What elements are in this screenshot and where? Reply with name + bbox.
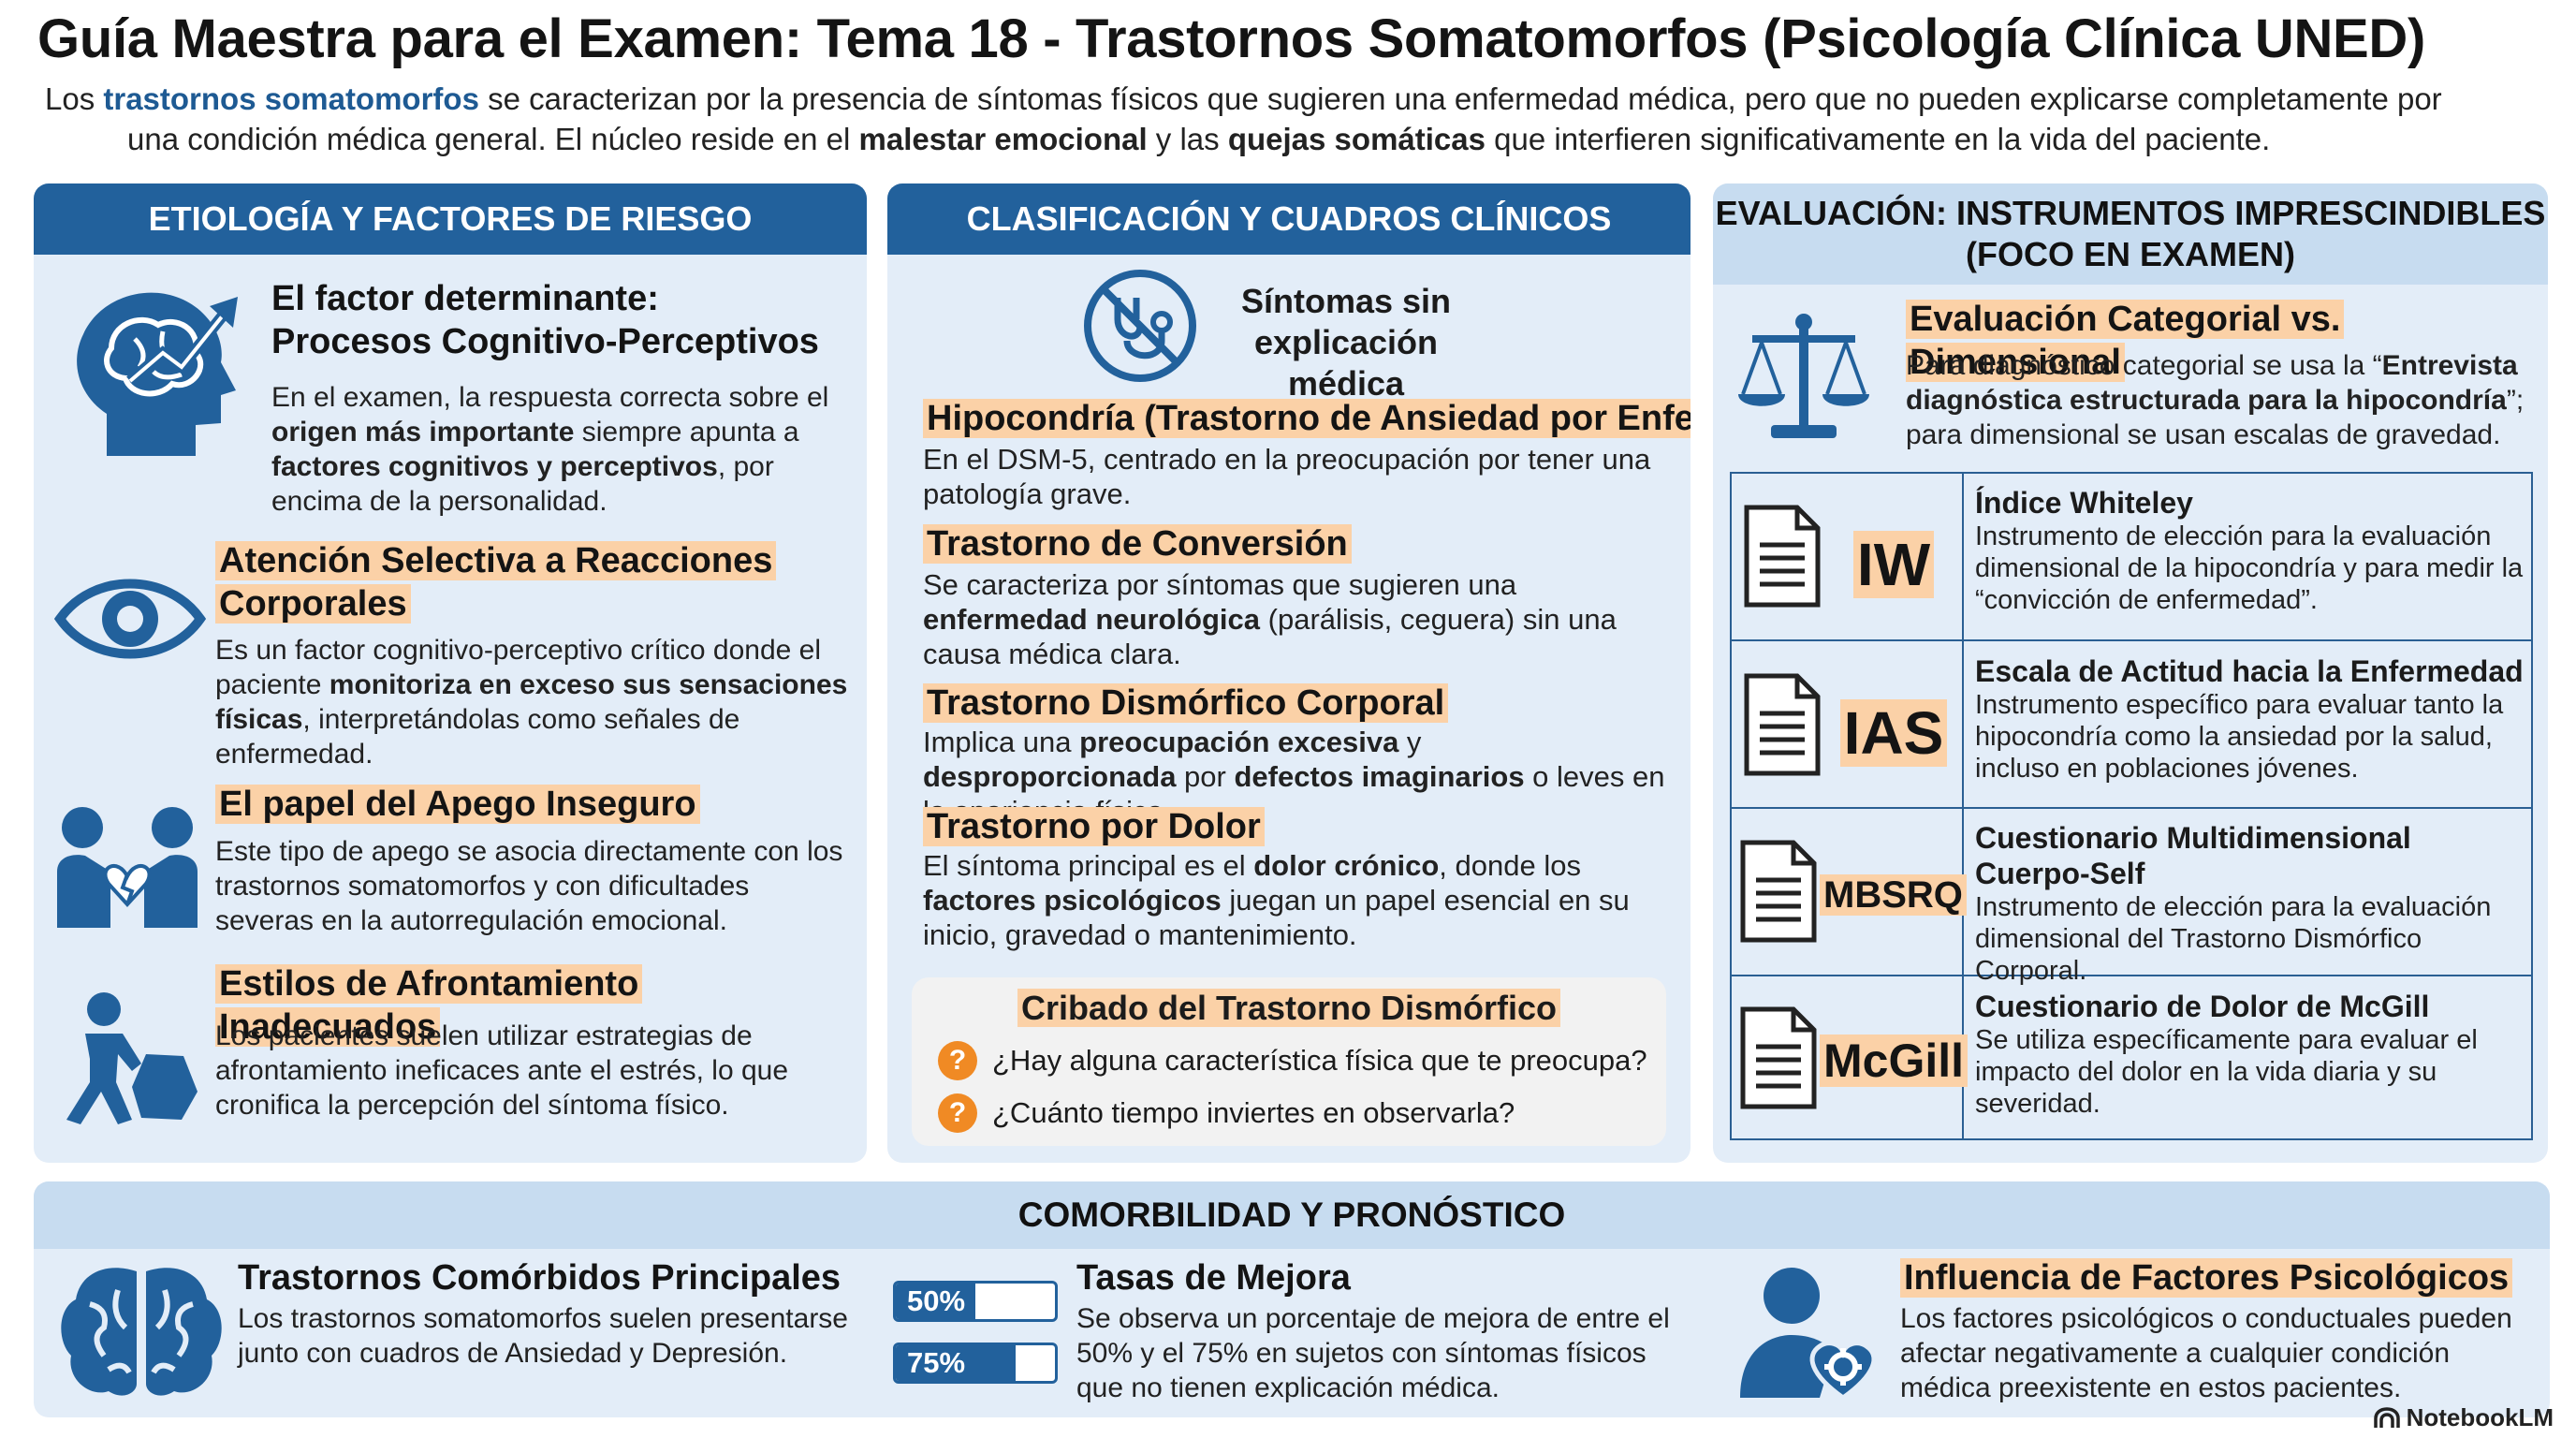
table-row xyxy=(1962,975,2533,1140)
person-heart-gear-icon xyxy=(1740,1268,1877,1401)
comorbilidad-panel: COMORBILIDAD Y PRONÓSTICO Trastornos Com… xyxy=(34,1181,2550,1417)
instrument-name: Escala de Actitud hacia la Enfermedad xyxy=(1975,654,2524,688)
tasas-text: Se observa un porcentaje de mejora de en… xyxy=(1076,1303,1670,1403)
categorial-text: Para diagnóstico categorial se usa la “E… xyxy=(1906,350,2525,450)
cribado-question-1: ? ¿Hay alguna característica física que … xyxy=(938,1041,1666,1080)
hipocondria-title: Hipocondría (Trastorno de Ansiedad por E… xyxy=(923,399,1690,438)
instrument-name: Cuestionario Multidimensional Cuerpo-Sel… xyxy=(1975,821,2411,890)
table-row xyxy=(1962,472,2533,641)
factor-text: En el examen, la respuesta correcta sobr… xyxy=(271,382,829,517)
sintomas-label-2: explicación médica xyxy=(1253,323,1439,403)
comorbilidad-header: COMORBILIDAD Y PRONÓSTICO xyxy=(34,1181,2550,1249)
evaluacion-panel: EVALUACIÓN: INSTRUMENTOS IMPRESCINDIBLES… xyxy=(1713,183,2548,1163)
tasas-title: Tasas de Mejora xyxy=(1076,1258,1351,1298)
progress-bar-50: 50% xyxy=(893,1281,1058,1322)
intro-term: trastornos somatomorfos xyxy=(103,81,479,116)
instrument-abbr: McGill xyxy=(1820,1034,1969,1087)
table-row xyxy=(1962,807,2533,976)
document-icon xyxy=(1740,1006,1817,1109)
scale-icon xyxy=(1738,314,1869,438)
dolor-text: El síntoma principal es el dolor crónico… xyxy=(923,849,1630,951)
comorbidos-title: Trastornos Comórbidos Principales xyxy=(238,1258,842,1298)
cribado-question-2: ? ¿Cuánto tiempo inviertes en observarla… xyxy=(938,1093,1666,1133)
stethoscope-slash-icon xyxy=(1084,270,1196,382)
apego-title: El papel del Apego Inseguro xyxy=(215,785,700,824)
afrontamiento-text: Los pacientes suelen utilizar estrategia… xyxy=(215,1020,789,1121)
document-icon xyxy=(1744,673,1821,776)
instrument-abbr: IAS xyxy=(1839,699,1948,767)
instrument-desc: Instrumento de elección para la evaluaci… xyxy=(1975,521,2524,615)
person-pushing-rock-icon xyxy=(66,992,198,1124)
influencia-title: Influencia de Factores Psicológicos xyxy=(1900,1258,2513,1298)
broken-heart-hands-icon xyxy=(57,807,198,928)
evaluacion-header: EVALUACIÓN: INSTRUMENTOS IMPRESCINDIBLES… xyxy=(1713,183,2548,285)
atencion-title: Atención Selectiva a Reacciones Corporal… xyxy=(215,541,777,624)
dolor-title: Trastorno por Dolor xyxy=(923,807,1265,846)
instrument-name: Índice Whiteley xyxy=(1975,486,2193,520)
cribado-box: Cribado del Trastorno Dismórfico ? ¿Hay … xyxy=(912,977,1666,1146)
instrument-table: IW IAS MBSRQ McGill Índice Whiteley Inst… xyxy=(1730,472,2533,1140)
etiologia-panel: ETIOLOGÍA Y FACTORES DE RIESGO El factor… xyxy=(34,183,867,1163)
comorbidos-text: Los trastornos somatomorfos suelen prese… xyxy=(238,1303,848,1369)
clasificacion-header: CLASIFICACIÓN Y CUADROS CLÍNICOS xyxy=(887,183,1690,255)
notebooklm-icon xyxy=(2373,1406,2400,1428)
document-icon xyxy=(1740,840,1817,943)
document-icon xyxy=(1744,505,1821,608)
influencia-text: Los factores psicológicos o conductuales… xyxy=(1900,1303,2512,1403)
question-icon: ? xyxy=(938,1093,977,1133)
instrument-abbr: IW xyxy=(1852,531,1935,598)
cribado-title: Cribado del Trastorno Dismórfico xyxy=(1017,989,1561,1027)
intro-paragraph: Los trastornos somatomorfos se caracteri… xyxy=(45,81,2442,156)
etiologia-header: ETIOLOGÍA Y FACTORES DE RIESGO xyxy=(34,183,867,255)
conversion-text: Se caracteriza por síntomas que sugieren… xyxy=(923,568,1617,670)
instrument-abbr: MBSRQ xyxy=(1820,874,1967,916)
notebooklm-brand: NotebookLM xyxy=(2373,1403,2554,1432)
brain-growth-icon xyxy=(77,292,238,456)
dismorfico-text: Implica una preocupación excesiva y desp… xyxy=(923,726,1665,828)
conversion-title: Trastorno de Conversión xyxy=(923,524,1352,564)
page-title: Guía Maestra para el Examen: Tema 18 - T… xyxy=(37,8,2426,69)
progress-fill: 75% xyxy=(896,1345,1016,1381)
hipocondria-text: En el DSM-5, centrado en la preocupación… xyxy=(923,443,1651,510)
instrument-desc: Instrumento específico para evaluar tant… xyxy=(1975,690,2504,784)
clasificacion-panel: CLASIFICACIÓN Y CUADROS CLÍNICOS Síntoma… xyxy=(887,183,1690,1163)
instrument-desc: Instrumento de elección para la evaluaci… xyxy=(1975,892,2492,986)
progress-bar-75: 75% xyxy=(893,1343,1058,1384)
brain-halves-icon xyxy=(61,1268,222,1396)
dismorfico-title: Trastorno Dismórfico Corporal xyxy=(923,683,1449,723)
atencion-text: Es un factor cognitivo-perceptivo crític… xyxy=(215,635,848,770)
factor-title-2: Procesos Cognitivo-Perceptivos xyxy=(271,322,819,361)
instrument-name: Cuestionario de Dolor de McGill xyxy=(1975,990,2430,1023)
progress-fill: 50% xyxy=(896,1284,975,1319)
instrument-desc: Se utiliza específicamente para evaluar … xyxy=(1975,1025,2478,1119)
apego-text: Este tipo de apego se asocia directament… xyxy=(215,836,843,936)
sintomas-label-1: Síntomas sin xyxy=(1240,282,1452,320)
eye-icon xyxy=(53,579,207,659)
question-icon: ? xyxy=(938,1041,977,1080)
factor-title-1: El factor determinante: xyxy=(271,279,659,318)
